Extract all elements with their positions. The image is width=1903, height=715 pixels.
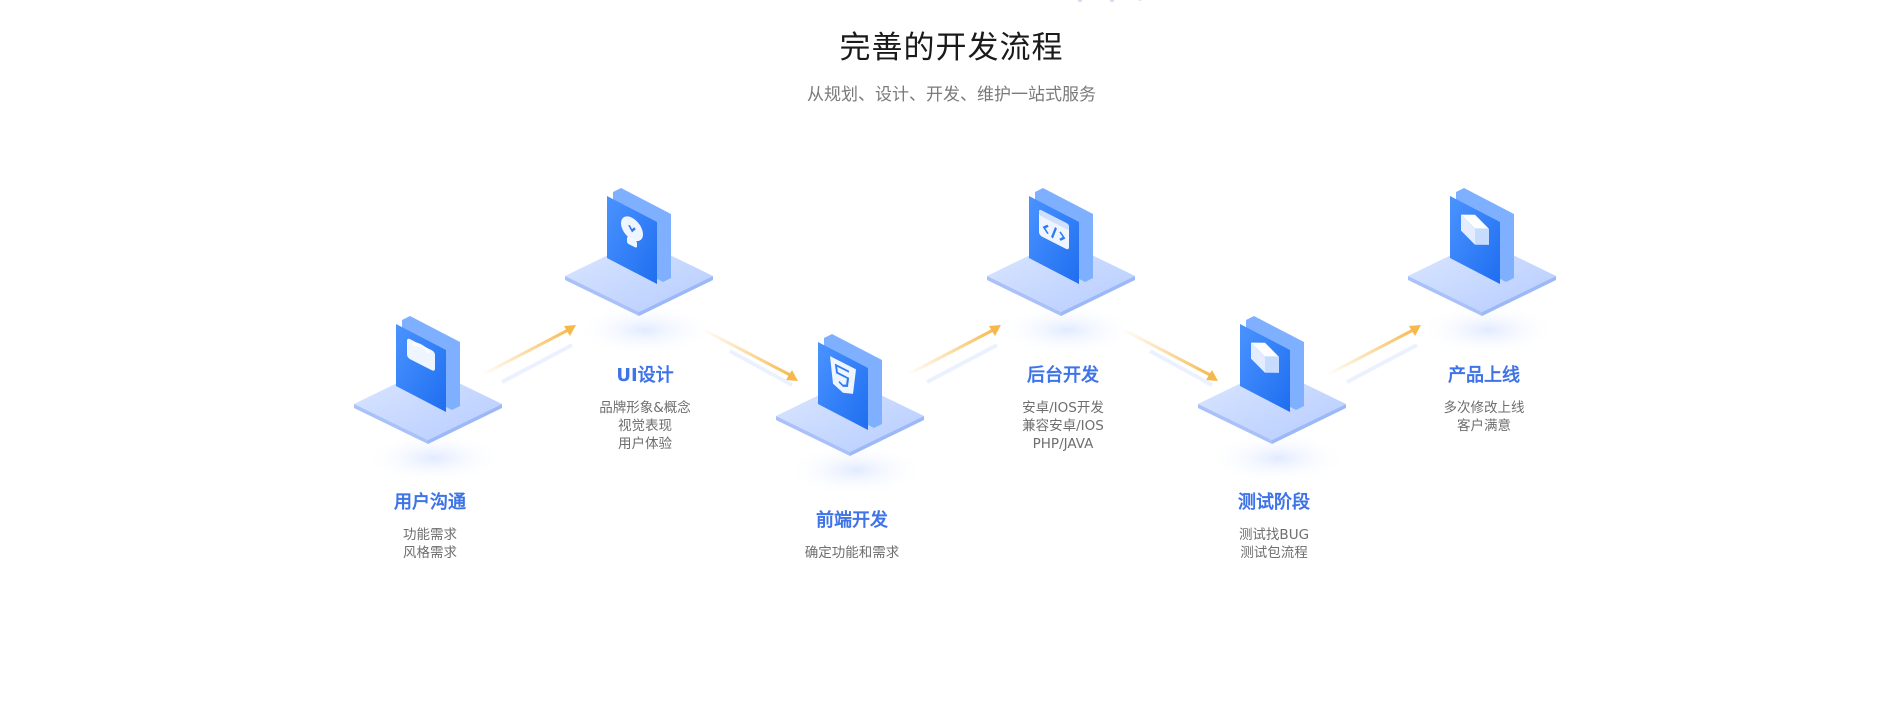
step-label-3: 前端开发 xyxy=(816,510,888,531)
code-window-icon xyxy=(1029,188,1093,284)
step-desc-2: 品牌形象&概念 视觉表现 用户体验 xyxy=(599,400,691,452)
step-label-5: 测试阶段 xyxy=(1238,492,1310,513)
html5-icon xyxy=(818,334,882,430)
cube-icon xyxy=(1240,316,1304,412)
step-label-4: 后台开发 xyxy=(1027,365,1099,386)
platform-step-4 xyxy=(987,240,1137,356)
section-subtitle: 从规划、设计、开发、维护一站式服务 xyxy=(807,85,1096,105)
step-desc-5: 测试找BUG 测试包流程 xyxy=(1238,527,1310,561)
step-desc-4: 安卓/IOS开发 兼容安卓/IOS PHP/JAVA xyxy=(1022,400,1104,452)
flow-arrow-1 xyxy=(481,325,576,384)
step-label-2: UI设计 xyxy=(616,365,674,386)
decorative-dots xyxy=(1077,0,1142,3)
platform-step-1 xyxy=(354,368,504,484)
flow-arrow-2 xyxy=(701,327,798,387)
platform-step-5 xyxy=(1198,368,1348,484)
platform-step-6 xyxy=(1408,240,1558,356)
flow-arrow-4 xyxy=(1121,327,1218,387)
step-desc-1: 功能需求 风格需求 xyxy=(403,527,457,561)
toolbox-icon xyxy=(396,316,460,412)
box-icon xyxy=(1450,188,1514,284)
step-desc-3: 确定功能和需求 xyxy=(804,545,900,561)
platform-step-2 xyxy=(565,240,715,356)
step-label-1: 用户沟通 xyxy=(394,492,466,513)
step-label-6: 产品上线 xyxy=(1448,365,1520,386)
section-title: 完善的开发流程 xyxy=(839,30,1064,66)
step-desc-6: 多次修改上线 客户满意 xyxy=(1443,400,1525,434)
flow-arrow-5 xyxy=(1326,325,1421,384)
lightbulb-icon xyxy=(607,188,671,284)
